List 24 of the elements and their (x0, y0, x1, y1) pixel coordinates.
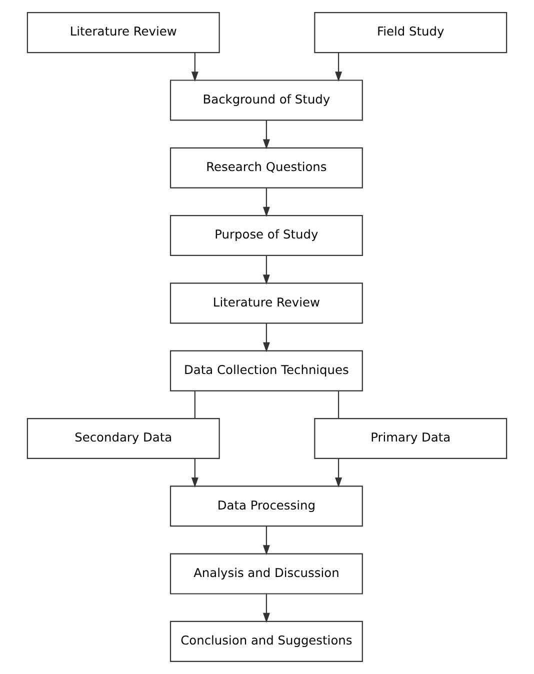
node-box: Data Processing (170, 486, 363, 527)
arrow (335, 458, 342, 488)
node-box: Secondary Data (26, 418, 220, 459)
node-box: Literature Review (26, 12, 220, 54)
node-box: Conclusion and Suggestions (170, 620, 363, 662)
arrow (191, 52, 198, 82)
node-box: Analysis and Discussion (170, 553, 363, 594)
arrow (262, 526, 270, 556)
arrow (262, 256, 270, 285)
node-box: Background of Study (170, 80, 363, 121)
arrow (262, 188, 270, 217)
node-box: Data Collection Techniques (170, 350, 363, 392)
node-box: Research Questions (170, 147, 363, 188)
node-box: Purpose of Study (170, 215, 363, 256)
node-box: Field Study (314, 12, 508, 54)
arrow (191, 458, 198, 488)
node-box: Primary Data (314, 418, 508, 459)
node-box: Literature Review (170, 282, 363, 324)
connector (194, 391, 196, 418)
arrow (262, 120, 270, 150)
arrow (335, 52, 342, 82)
arrow (262, 594, 270, 623)
arrow (262, 323, 270, 352)
connector (338, 391, 340, 418)
